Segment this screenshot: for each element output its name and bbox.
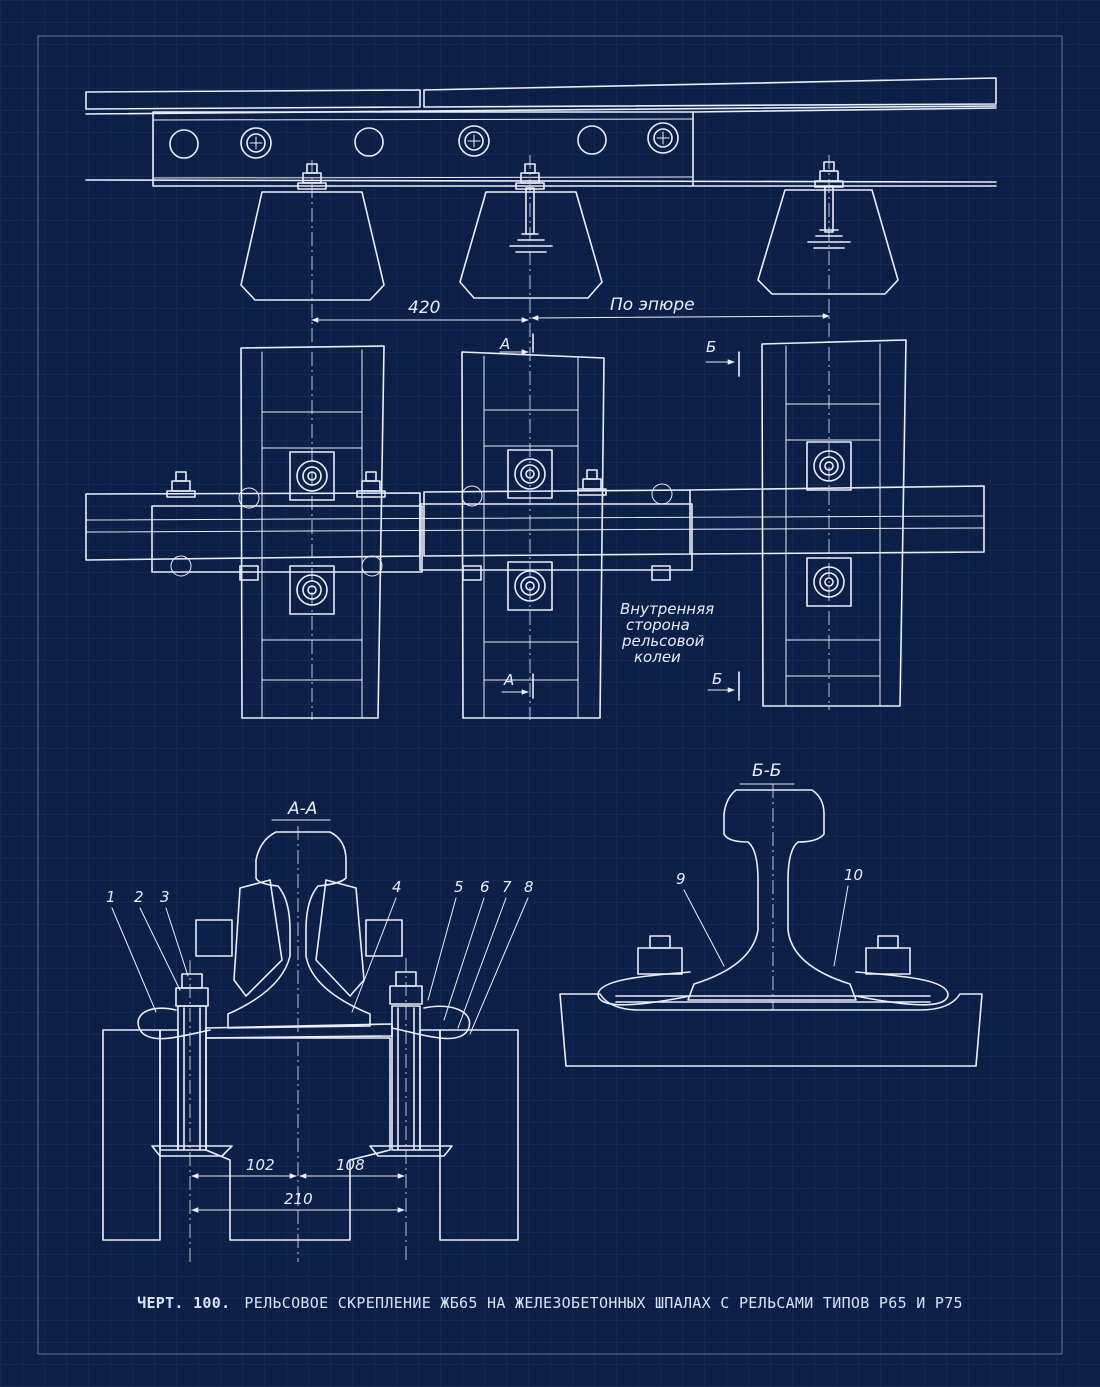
section-bb-title: Б-Б	[752, 761, 781, 781]
drawing-number: ЧЕРТ. 100.	[137, 1294, 231, 1312]
svg-text:4: 4	[392, 878, 402, 896]
svg-text:Б: Б	[706, 338, 716, 356]
drawing-caption: ЧЕРТ. 100. РЕЛЬСОВОЕ СКРЕПЛЕНИЕ ЖБ65 НА Ж…	[0, 1294, 1100, 1312]
section-marker-a-bottom: А	[501, 671, 534, 699]
svg-text:А: А	[499, 335, 510, 353]
inner-side-note: Внутренняя сторона рельсовой колеи	[620, 600, 714, 666]
dimension-by-diagram-label: По эпюре	[610, 295, 695, 315]
svg-text:Б: Б	[712, 670, 722, 688]
svg-text:8: 8	[524, 878, 534, 896]
svg-text:6: 6	[480, 878, 490, 896]
section-bb: Б-Б 9 10	[559, 761, 983, 1067]
bolt-holes	[169, 122, 679, 159]
svg-text:колеи: колеи	[634, 648, 681, 666]
section-marker-b-bottom: Б	[707, 670, 740, 701]
side-elevation: 420 По эпюре	[85, 77, 997, 720]
callouts-bb: 9 10	[676, 866, 863, 967]
dim-108-label: 108	[336, 1156, 365, 1174]
svg-text:3: 3	[160, 888, 170, 906]
svg-text:сторона: сторона	[626, 616, 690, 634]
svg-text:10: 10	[844, 866, 863, 884]
svg-text:2: 2	[134, 888, 144, 906]
svg-text:5: 5	[454, 878, 464, 896]
drawing-title: РЕЛЬСОВОЕ СКРЕПЛЕНИЕ ЖБ65 НА ЖЕЛЕЗОБЕТОН…	[244, 1294, 963, 1312]
dim-210-label: 210	[284, 1190, 313, 1208]
sleeper-elevation-1	[240, 163, 385, 301]
svg-text:А: А	[503, 671, 514, 689]
joint-bolts-plan	[166, 469, 673, 581]
joint-bar	[152, 111, 694, 187]
sleeper-bb	[559, 993, 983, 1067]
sleeper-plan-1	[240, 345, 385, 719]
dim-102-label: 102	[246, 1156, 275, 1174]
svg-text:1: 1	[106, 888, 116, 906]
section-aa-title: А-А	[287, 799, 317, 819]
section-marker-b-top: Б	[705, 338, 740, 377]
svg-text:Внутренняя: Внутренняя	[620, 600, 714, 618]
callouts-aa: 1 2 3 4 5 6 7 8	[106, 878, 534, 1035]
dimension-420-label: 420	[408, 298, 440, 318]
svg-text:рельсовой: рельсовой	[621, 632, 705, 650]
svg-text:9: 9	[676, 870, 686, 888]
plan-view: А А Б Б Внутренняя сторона рельсовой кол…	[85, 333, 985, 719]
sleeper-plan-3	[761, 339, 907, 707]
svg-text:7: 7	[502, 878, 512, 896]
section-marker-a-top: А	[499, 333, 534, 355]
sleeper-plan-2	[461, 351, 605, 719]
section-aa: А-А	[102, 799, 534, 1262]
